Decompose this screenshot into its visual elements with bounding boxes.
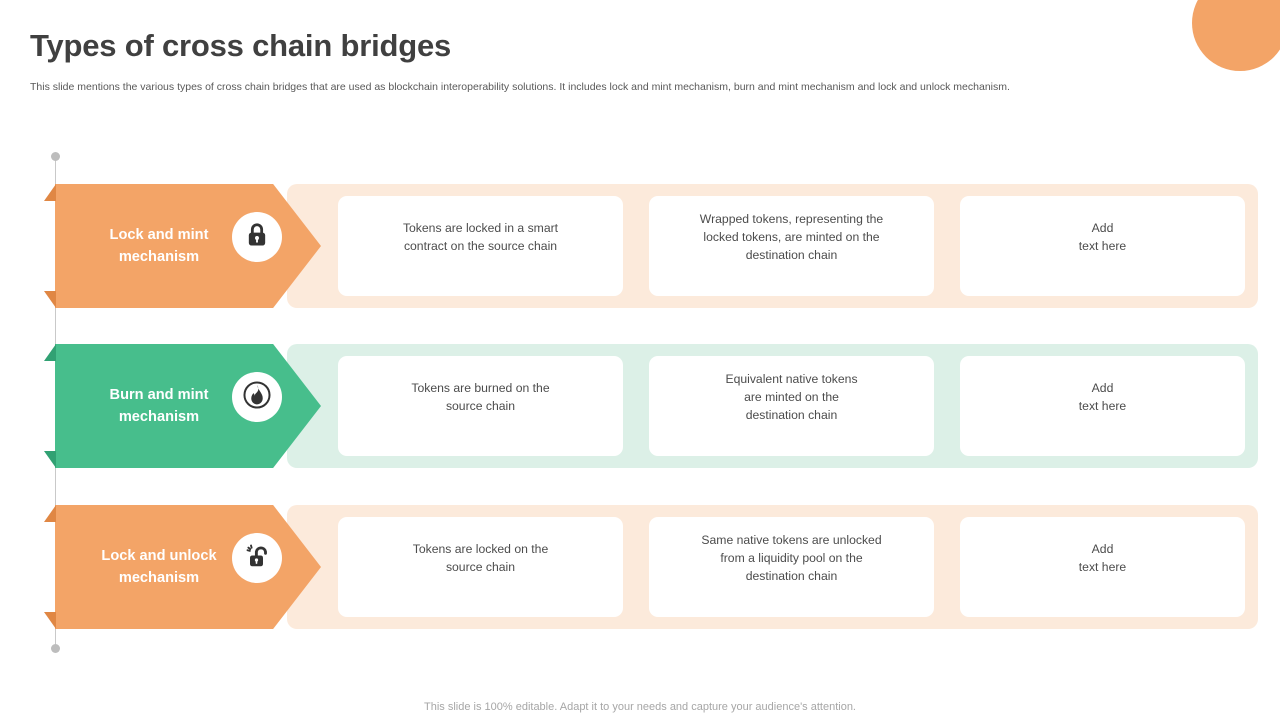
detail-card[interactable]: Add text here: [960, 356, 1245, 456]
decorative-corner-circle: [1192, 0, 1280, 71]
lock-icon: [243, 221, 271, 254]
bridge-type-banner[interactable]: Lock and unlock mechanism: [44, 505, 321, 629]
timeline-dot-top: [51, 152, 60, 161]
flame-icon: [241, 379, 273, 416]
detail-card-text: Tokens are locked on the source chain: [412, 542, 549, 574]
detail-card-text: Add text here: [1078, 381, 1127, 413]
page-title: Types of cross chain bridges: [30, 28, 452, 63]
banner-fold-bottom: [44, 451, 56, 468]
unlock-icon: [242, 541, 272, 576]
banner-fold-bottom: [44, 612, 56, 629]
footer-note: This slide is 100% editable. Adapt it to…: [424, 701, 856, 713]
bridge-type-label: Lock and mint mechanism: [109, 227, 209, 265]
detail-card-text: Add text here: [1078, 221, 1127, 253]
cards-strip: Tokens are locked in a smart contract on…: [287, 184, 1258, 308]
banner-fold-top: [44, 344, 56, 361]
bridge-type-label: Lock and unlock mechanism: [101, 548, 217, 586]
detail-card[interactable]: Equivalent native tokens are minted on t…: [649, 356, 934, 456]
bridge-type-label: Burn and mint mechanism: [109, 387, 209, 425]
bridge-type-banner[interactable]: Burn and mint mechanism: [44, 344, 321, 468]
detail-card-text: Add text here: [1078, 542, 1127, 574]
detail-card[interactable]: Add text here: [960, 517, 1245, 617]
timeline-dot-bottom: [51, 644, 60, 653]
detail-card-text: Wrapped tokens, representing the locked …: [699, 212, 884, 262]
banner-fold-bottom: [44, 291, 56, 308]
page-subtitle: This slide mentions the various types of…: [30, 81, 1010, 93]
bridge-type-icon-badge: [232, 372, 282, 422]
cards-strip: Tokens are locked on the source chain Sa…: [287, 505, 1258, 629]
detail-card[interactable]: Same native tokens are unlocked from a l…: [649, 517, 934, 617]
detail-card-text: Same native tokens are unlocked from a l…: [701, 533, 882, 583]
detail-card[interactable]: Tokens are burned on the source chain: [338, 356, 623, 456]
bridge-type-icon-badge: [232, 212, 282, 262]
detail-card-text: Equivalent native tokens are minted on t…: [725, 372, 858, 422]
detail-card[interactable]: Add text here: [960, 196, 1245, 296]
bridge-type-row-lock-and-mint: Tokens are locked in a smart contract on…: [44, 184, 1258, 308]
detail-card[interactable]: Tokens are locked on the source chain: [338, 517, 623, 617]
bridge-type-row-burn-and-mint: Tokens are burned on the source chain Eq…: [44, 344, 1258, 468]
bridge-type-icon-badge: [232, 533, 282, 583]
detail-card-text: Tokens are burned on the source chain: [411, 381, 550, 413]
cards-strip: Tokens are burned on the source chain Eq…: [287, 344, 1258, 468]
bridge-type-row-lock-and-unlock: Tokens are locked on the source chain Sa…: [44, 505, 1258, 629]
detail-card-text: Tokens are locked in a smart contract on…: [402, 221, 559, 253]
banner-fold-top: [44, 505, 56, 522]
banner-fold-top: [44, 184, 56, 201]
bridge-type-banner[interactable]: Lock and mint mechanism: [44, 184, 321, 308]
detail-card[interactable]: Tokens are locked in a smart contract on…: [338, 196, 623, 296]
detail-card[interactable]: Wrapped tokens, representing the locked …: [649, 196, 934, 296]
